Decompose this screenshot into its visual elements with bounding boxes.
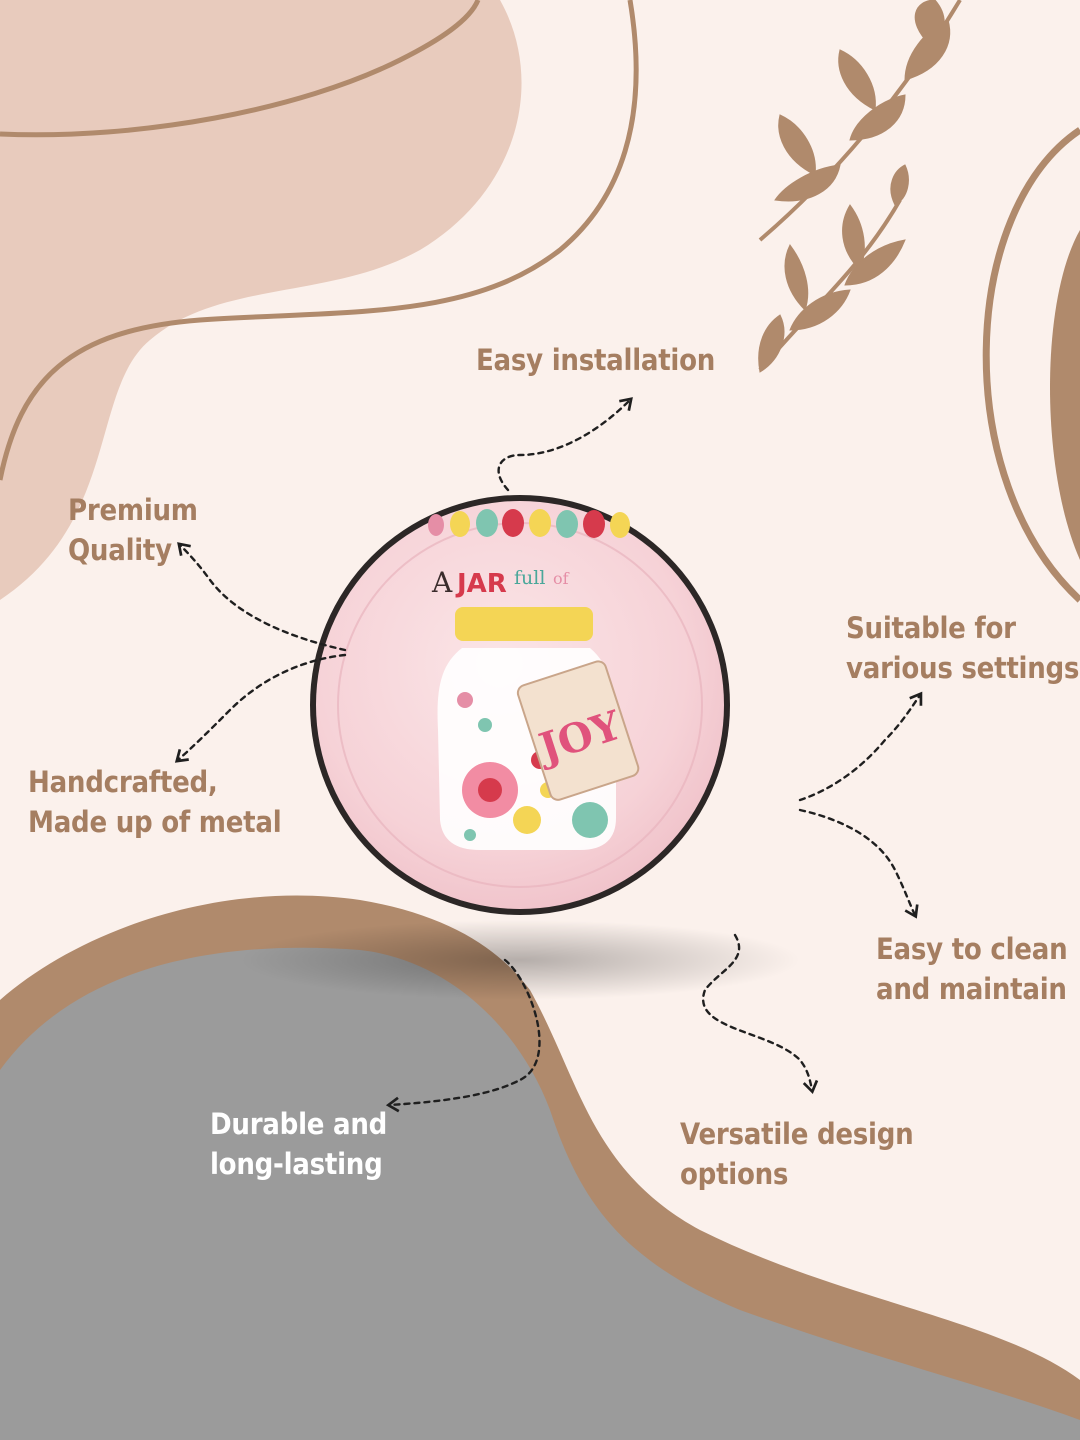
arrow-handcrafted [174,653,347,763]
feature-durable-line-1: Durable and [210,1107,388,1141]
feature-easy-clean: Easy to clean and maintain [876,929,1068,1009]
feature-versatile: Versatile design options [680,1114,914,1194]
jar-lid [455,607,593,641]
headline-a: A [431,566,453,599]
feature-easy-installation: Easy installation [476,340,715,380]
bunting-dots [428,509,630,538]
leaf-branch [758,0,962,373]
headline-full: full [514,567,545,589]
feature-premium-quality: Premium Quality [68,490,198,570]
callout-arrows [174,397,923,1113]
feature-durable: Durable and long-lasting [210,1104,387,1184]
headline-jar: JAR [455,569,507,599]
feature-suitable-settings: Suitable for various settings [846,608,1079,688]
feature-premium-quality-line-1: Premium [68,493,198,527]
headline-of: of [553,569,570,588]
feature-versatile-line-2: options [680,1157,789,1191]
feature-easy-clean-line-1: Easy to clean [876,932,1068,966]
arrow-suitable [798,691,923,802]
feature-easy-installation-line: Easy installation [476,343,716,377]
feature-handcrafted-line-1: Handcrafted, [28,765,218,799]
joy-tag: JOY [516,660,640,801]
bottom-gray-blob [0,947,1080,1440]
product-plate: JOY A JAR full of [310,495,730,915]
plate-shadow [240,920,800,1000]
arrow-easy-installation [497,397,633,492]
arrow-durable [385,958,541,1113]
feature-easy-clean-line-2: and maintain [876,972,1067,1006]
feature-suitable-line-2: various settings [846,651,1080,685]
arrow-premium-quality [177,542,347,652]
feature-suitable-line-1: Suitable for [846,611,1016,645]
feature-versatile-line-1: Versatile design [680,1117,914,1151]
feature-durable-line-2: long-lasting [210,1147,383,1181]
feature-handcrafted: Handcrafted, Made up of metal [28,762,282,842]
arrow-easy-clean [798,808,919,919]
top-left-swoosh-2 [0,0,639,481]
right-crescent [1050,230,1080,560]
top-left-blob [0,0,522,600]
top-left-swoosh [0,0,481,138]
feature-handcrafted-line-2: Made up of metal [28,805,282,839]
feature-premium-quality-line-2: Quality [68,533,172,567]
right-arc [982,127,1080,603]
arrow-versatile [701,933,819,1095]
